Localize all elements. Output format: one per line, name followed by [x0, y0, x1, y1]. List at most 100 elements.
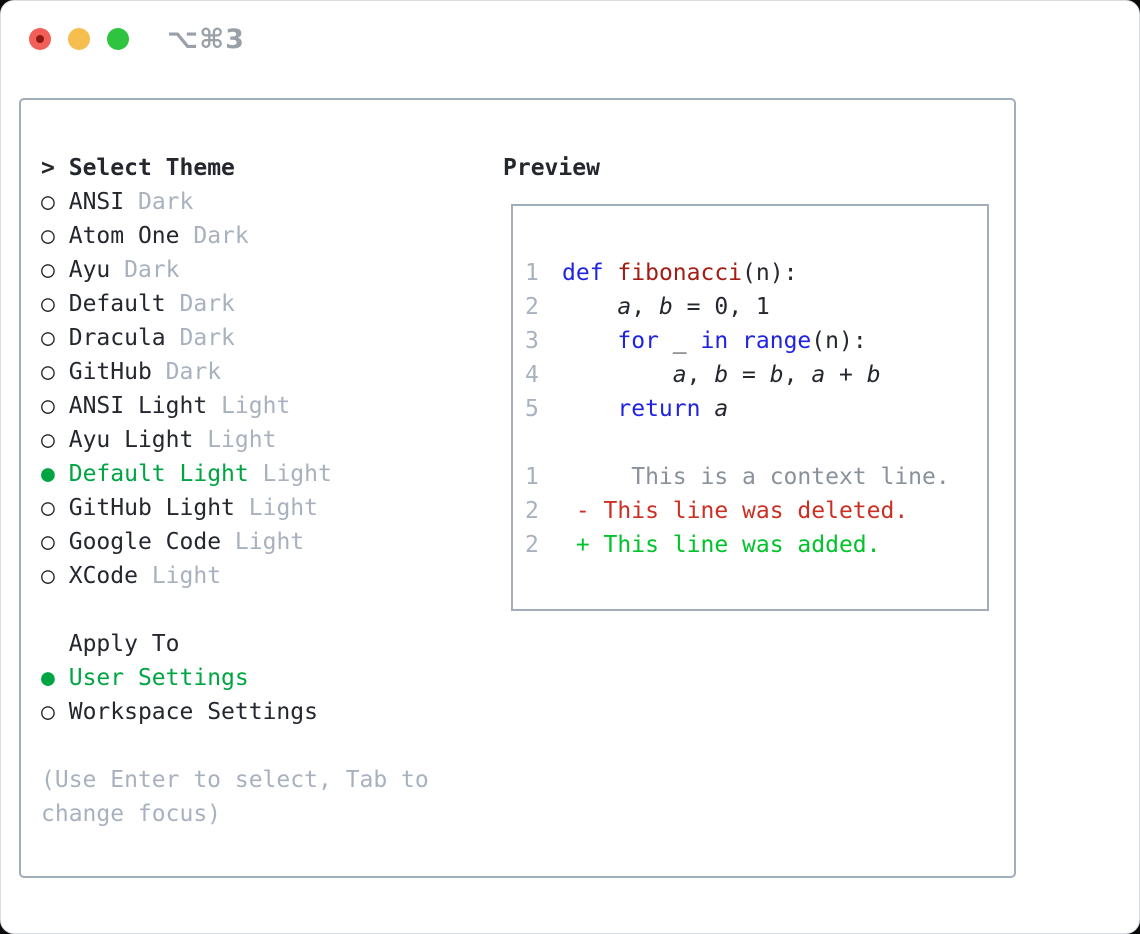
code-segment: a [811, 362, 826, 388]
radio-icon: ○ [41, 189, 55, 215]
hint-line-1: (Use Enter to select, Tab to [41, 767, 429, 793]
radio-selected-icon: ● [41, 665, 55, 691]
theme-variant: Dark [193, 223, 249, 249]
theme-name: GitHub Light [68, 495, 235, 521]
code-segment: , [631, 294, 659, 320]
code-segment: range [742, 328, 812, 354]
line-number: 5 [525, 396, 539, 422]
radio-icon: ○ [41, 495, 55, 521]
theme-variant: Light [262, 461, 332, 487]
theme-variant: Dark [137, 189, 194, 215]
theme-variant: Light [221, 393, 291, 419]
theme-name: Dracula [68, 325, 166, 351]
code-segment: , [783, 362, 812, 388]
hint-line-2: change focus) [41, 801, 222, 827]
code-segment: b [866, 362, 881, 388]
apply-option-label: Workspace Settings [68, 699, 318, 725]
preview-line-1: 1 def fibonacci(n): [525, 256, 987, 290]
theme-item-ansi-dark[interactable]: ○ ANSI Dark [41, 185, 429, 219]
theme-variant: Light [248, 495, 318, 521]
left-column: > Select Theme○ ANSI Dark○ Atom One Dark… [41, 151, 429, 831]
code-segment [562, 294, 617, 320]
radio-icon: ○ [41, 529, 55, 555]
theme-name: Default Light [68, 461, 249, 487]
titlebar: ⌥⌘3 [1, 1, 1139, 77]
line-number: 2 [525, 498, 539, 524]
code-segment: in [700, 328, 729, 354]
spacer [41, 729, 429, 763]
radio-icon: ○ [41, 325, 55, 351]
theme-item-ansi-light-light[interactable]: ○ ANSI Light Light [41, 389, 429, 423]
theme-item-atom-one-dark[interactable]: ○ Atom One Dark [41, 219, 429, 253]
preview-line-9: 2 + This line was added. [525, 528, 987, 562]
code-segment [562, 362, 673, 388]
preview-line-8: 2 - This line was deleted. [525, 494, 987, 528]
code-segment: (n): [811, 328, 867, 354]
preview-line-3: 3 for _ in range(n): [525, 324, 987, 358]
theme-variant: Dark [179, 325, 235, 351]
theme-variant: Light [151, 563, 222, 589]
code-segment: - This line was deleted. [562, 498, 909, 524]
radio-selected-icon: ● [41, 461, 55, 487]
code-segment: a [714, 396, 729, 422]
code-segment: _ [658, 328, 701, 354]
theme-variant: Light [234, 529, 305, 555]
apply-option-user-settings[interactable]: ● User Settings [41, 661, 429, 695]
spacer [41, 593, 429, 627]
line-number: 2 [525, 294, 539, 320]
apply-to-header: Apply To [41, 627, 429, 661]
line-number: 1 [525, 260, 539, 286]
code-segment: def [562, 260, 604, 286]
code-segment: a [672, 362, 687, 388]
theme-name: ANSI [68, 189, 125, 215]
apply-option-label: User Settings [68, 665, 249, 691]
theme-name: Ayu [68, 257, 111, 283]
window-title: ⌥⌘3 [167, 24, 245, 55]
theme-item-dracula-dark[interactable]: ○ Dracula Dark [41, 321, 429, 355]
preview-line-6 [525, 426, 987, 460]
code-segment: b [658, 294, 673, 320]
code-segment: (n): [742, 260, 798, 286]
theme-menu-title: Select Theme [68, 155, 235, 181]
code-segment [604, 260, 618, 286]
code-segment: return [617, 396, 701, 422]
radio-icon: ○ [41, 257, 55, 283]
code-segment: b [769, 362, 784, 388]
line-number: 3 [525, 328, 539, 354]
radio-icon: ○ [41, 563, 55, 589]
code-segment [728, 328, 742, 354]
code-segment: a [617, 294, 632, 320]
theme-item-default-dark[interactable]: ○ Default Dark [41, 287, 429, 321]
main-panel: > Select Theme○ ANSI Dark○ Atom One Dark… [19, 98, 1016, 878]
theme-name: Google Code [68, 529, 222, 555]
minimize-button[interactable] [68, 28, 90, 50]
radio-icon: ○ [41, 359, 55, 385]
theme-name: Default [68, 291, 166, 317]
theme-variant: Dark [165, 359, 222, 385]
code-segment: , [686, 362, 715, 388]
zoom-button[interactable] [107, 28, 129, 50]
radio-icon: ○ [41, 427, 55, 453]
theme-item-ayu-light-light[interactable]: ○ Ayu Light Light [41, 423, 429, 457]
line-number: 2 [525, 532, 539, 558]
theme-item-github-dark[interactable]: ○ GitHub Dark [41, 355, 429, 389]
theme-item-xcode-light[interactable]: ○ XCode Light [41, 559, 429, 593]
theme-item-default-light-light[interactable]: ● Default Light Light [41, 457, 429, 491]
preview-title: Preview [503, 155, 600, 181]
apply-to-title: Apply To [68, 631, 180, 657]
theme-variant: Light [207, 427, 277, 453]
theme-menu-header: > Select Theme [41, 151, 429, 185]
focus-cursor-icon: > [41, 155, 55, 181]
code-segment: = 0, 1 [672, 294, 770, 320]
theme-item-github-light-light[interactable]: ○ GitHub Light Light [41, 491, 429, 525]
theme-item-google-code-light[interactable]: ○ Google Code Light [41, 525, 429, 559]
code-segment: fibonacci [617, 260, 743, 286]
theme-name: ANSI Light [68, 393, 208, 419]
theme-name: Ayu Light [68, 427, 194, 453]
preview-line-4: 4 a, b = b, a + b [525, 358, 987, 392]
theme-item-ayu-dark[interactable]: ○ Ayu Dark [41, 253, 429, 287]
apply-option-workspace-settings[interactable]: ○ Workspace Settings [41, 695, 429, 729]
close-button[interactable] [29, 28, 51, 50]
